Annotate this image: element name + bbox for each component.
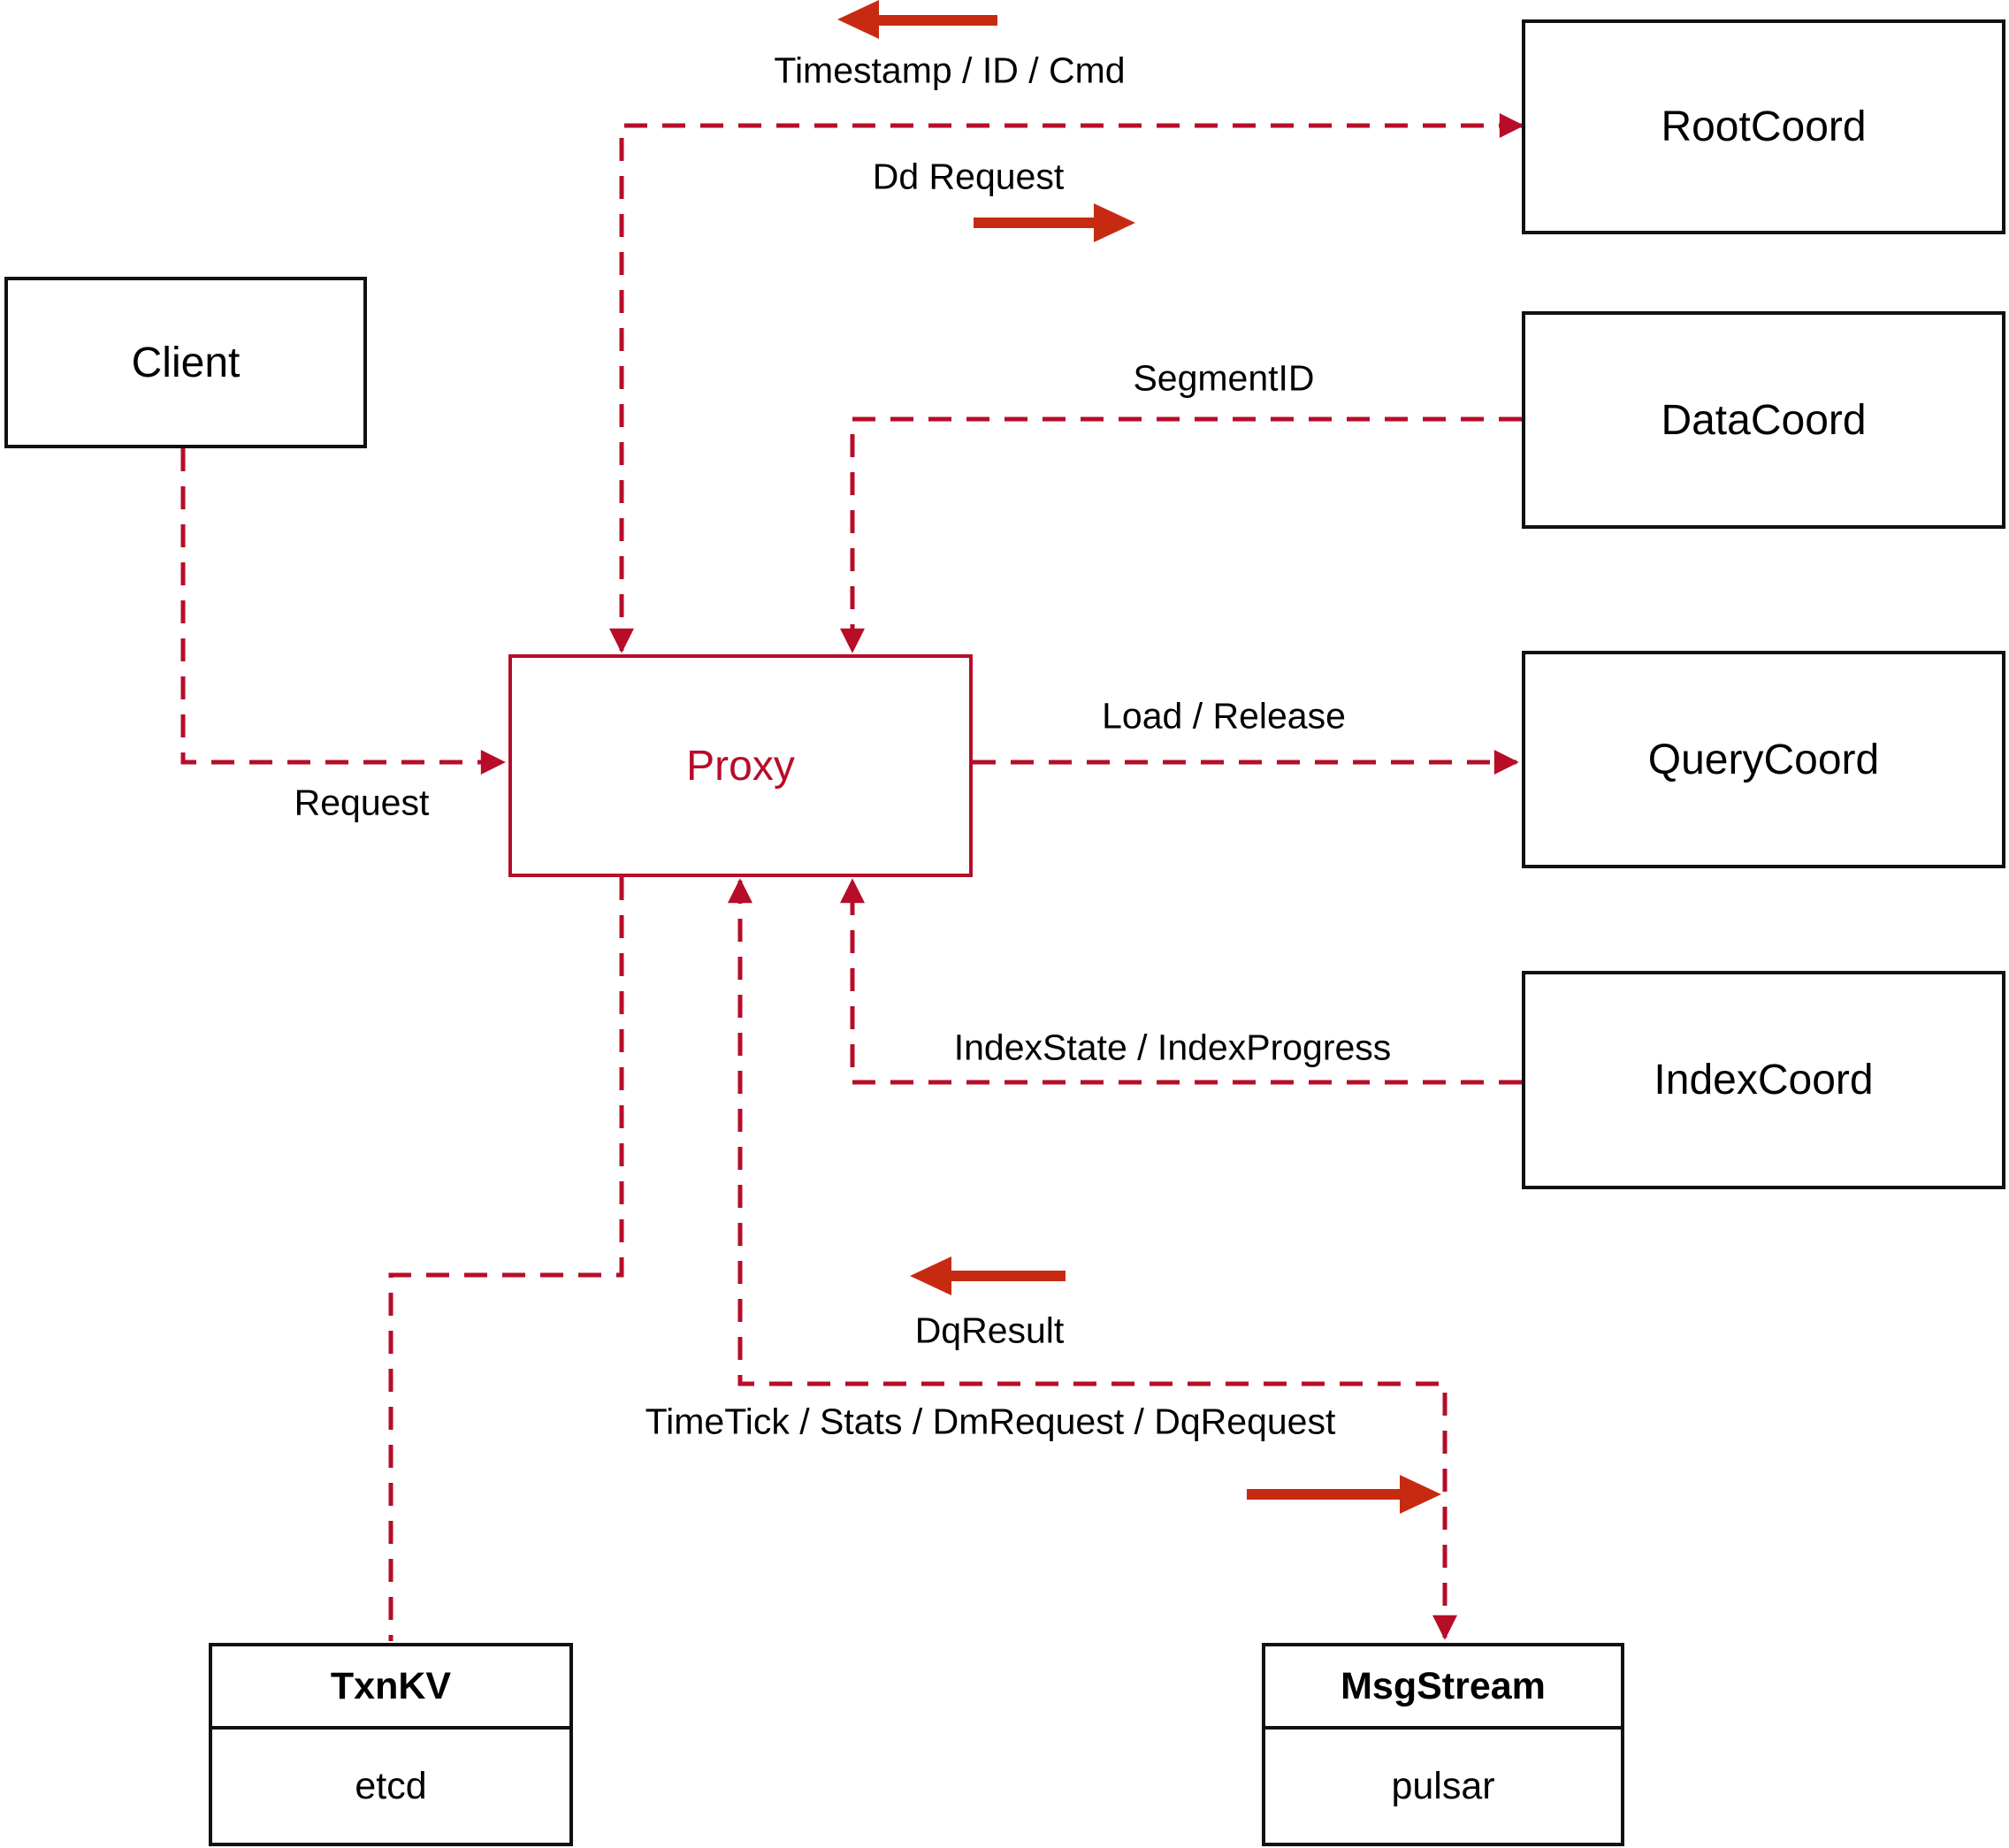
edge-label-time-tick: TimeTick / Stats / DmRequest / DqRequest (645, 1401, 1336, 1442)
node-indexcoord[interactable]: IndexCoord (1522, 971, 2005, 1189)
node-txnkv-impl: etcd (355, 1764, 427, 1807)
node-rootcoord[interactable]: RootCoord (1522, 19, 2005, 234)
flow-arrow-left-timestamp-icon (837, 0, 997, 39)
edge-label-index-state: IndexState / IndexProgress (953, 1027, 1392, 1068)
flow-arrow-right-dd-request-icon (974, 203, 1135, 242)
node-rootcoord-label: RootCoord (1661, 103, 1867, 150)
node-client[interactable]: Client (4, 277, 367, 448)
node-proxy[interactable]: Proxy (508, 654, 973, 877)
node-datacoord[interactable]: DataCoord (1522, 311, 2005, 529)
connector-proxy-txnkv (388, 877, 624, 1641)
connector-datacoord-proxy (840, 416, 1522, 653)
node-querycoord-label: QueryCoord (1647, 736, 1880, 783)
node-txnkv[interactable]: TxnKV etcd (209, 1643, 573, 1846)
connector-client-proxy (180, 448, 506, 775)
connector-rootcoord-proxy (609, 113, 1524, 653)
node-client-label: Client (131, 339, 241, 386)
node-msgstream-title: MsgStream (1265, 1646, 1621, 1730)
node-datacoord-label: DataCoord (1661, 396, 1867, 444)
node-txnkv-title: TxnKV (212, 1646, 569, 1730)
edge-label-request: Request (294, 782, 430, 823)
node-msgstream-impl: pulsar (1391, 1764, 1495, 1807)
flow-arrow-left-dqresult-icon (910, 1256, 1066, 1295)
edge-label-timestamp-id-cmd: Timestamp / ID / Cmd (774, 50, 1126, 91)
flow-arrow-right-timetick-icon (1247, 1475, 1441, 1514)
node-querycoord[interactable]: QueryCoord (1522, 651, 2005, 868)
connector-proxy-msgstream (728, 878, 1457, 1640)
edge-label-dd-request: Dd Request (872, 156, 1065, 197)
edge-label-dq-result: DqResult (914, 1310, 1065, 1351)
node-proxy-label: Proxy (686, 742, 795, 790)
edge-label-load-release: Load / Release (1102, 695, 1346, 737)
node-msgstream[interactable]: MsgStream pulsar (1262, 1643, 1624, 1846)
node-indexcoord-label: IndexCoord (1654, 1057, 1874, 1103)
edge-label-segment-id: SegmentID (1133, 357, 1315, 399)
